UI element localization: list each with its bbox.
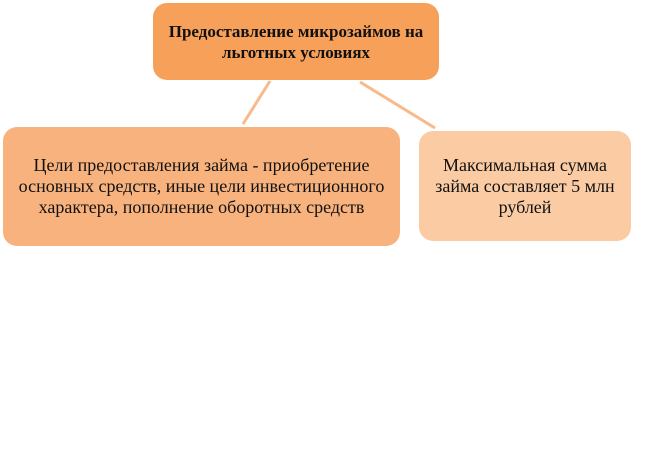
child-node-label: Максимальная сумма займа составляет 5 мл… — [435, 154, 615, 217]
connector-root-to-left — [241, 80, 272, 125]
child-node-label: Цели предоставления займа - приобретение… — [18, 155, 385, 217]
child-node-loan-purposes: Цели предоставления займа - приобретение… — [3, 127, 400, 246]
root-node: Предоставление микрозаймов на льготных у… — [153, 3, 439, 80]
root-node-label: Предоставление микрозаймов на льготных у… — [168, 21, 424, 62]
connector-root-to-right — [359, 80, 436, 130]
child-node-max-amount: Максимальная сумма займа составляет 5 мл… — [419, 131, 631, 241]
